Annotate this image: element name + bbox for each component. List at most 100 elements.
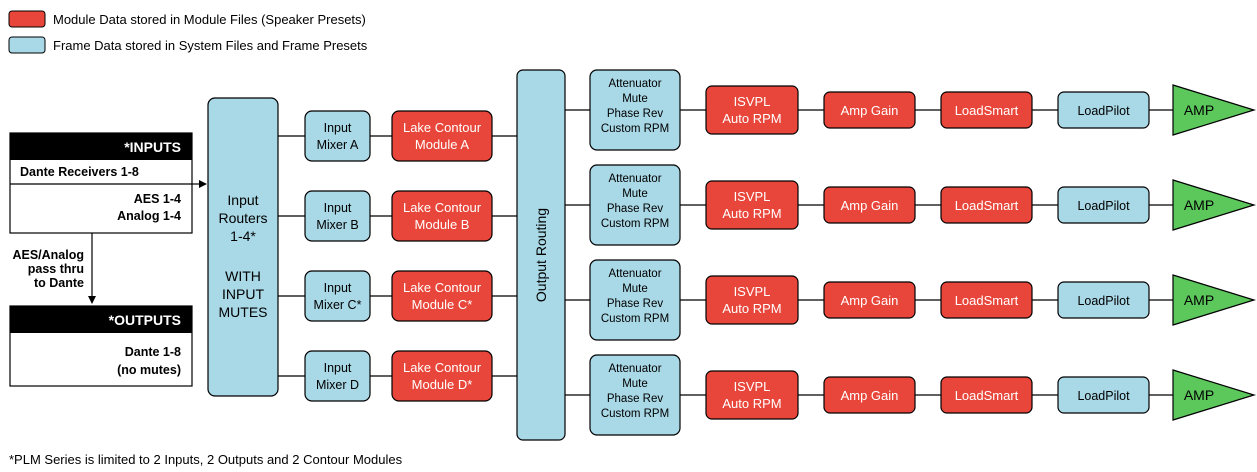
svg-text:AMP: AMP	[1184, 292, 1214, 308]
svg-text:Mute: Mute	[622, 283, 648, 295]
svg-text:LoadPilot: LoadPilot	[1077, 104, 1130, 118]
amp-gain-block-c: Amp Gain	[823, 281, 916, 319]
svg-text:Custom RPM: Custom RPM	[601, 218, 669, 230]
svg-text:to Dante: to Dante	[34, 276, 84, 290]
svg-text:Mute: Mute	[622, 378, 648, 390]
svg-text:MUTES: MUTES	[219, 304, 268, 320]
svg-text:Amp Gain: Amp Gain	[841, 293, 899, 308]
svg-text:Phase Rev: Phase Rev	[607, 298, 664, 310]
amp-gain-block-d: Amp Gain	[823, 376, 916, 414]
svg-text:Module A: Module A	[415, 137, 470, 152]
svg-text:ISVPL: ISVPL	[734, 94, 771, 109]
svg-text:Mute: Mute	[622, 188, 648, 200]
legend: Module Data stored in Module Files (Spea…	[8, 10, 368, 54]
svg-text:ISVPL: ISVPL	[734, 189, 771, 204]
outputs-header	[10, 306, 192, 333]
svg-text:Lake Contour: Lake Contour	[403, 120, 482, 135]
svg-text:Lake Contour: Lake Contour	[403, 360, 482, 375]
svg-text:Input: Input	[227, 192, 258, 208]
footnote: *PLM Series is limited to 2 Inputs, 2 Ou…	[9, 452, 403, 467]
inputs-header-label: *INPUTS	[124, 139, 181, 155]
amp-triangle-b: AMP	[1172, 179, 1257, 231]
svg-text:Auto RPM: Auto RPM	[722, 206, 781, 221]
svg-text:Input: Input	[324, 121, 352, 135]
svg-text:Module B: Module B	[415, 217, 470, 232]
svg-text:LoadSmart: LoadSmart	[955, 293, 1019, 308]
svg-text:Module C*: Module C*	[412, 297, 473, 312]
svg-text:Amp Gain: Amp Gain	[841, 103, 899, 118]
svg-text:Phase Rev: Phase Rev	[607, 203, 664, 215]
inputs-aes: AES 1-4	[134, 192, 181, 206]
svg-text:Mixer C*: Mixer C*	[314, 298, 362, 312]
svg-text:Attenuator: Attenuator	[608, 363, 661, 375]
svg-text:Attenuator: Attenuator	[608, 268, 661, 280]
svg-text:Input: Input	[324, 201, 352, 215]
svg-text:LoadSmart: LoadSmart	[955, 198, 1019, 213]
legend-frame-label: Frame Data stored in System Files and Fr…	[53, 38, 368, 53]
svg-text:Auto RPM: Auto RPM	[722, 301, 781, 316]
legend-module-swatch	[8, 10, 46, 28]
svg-text:Module D*: Module D*	[412, 377, 473, 392]
input-routers: Input Routers 1-4* WITH INPUT MUTES	[207, 97, 279, 397]
svg-text:Lake Contour: Lake Contour	[403, 200, 482, 215]
inputs-header	[10, 133, 192, 160]
passthru-label: AES/Analog pass thru to Dante	[12, 248, 84, 290]
inputs-analog: Analog 1-4	[117, 209, 181, 223]
svg-text:Phase Rev: Phase Rev	[607, 108, 664, 120]
amp-gain-block-a: Amp Gain	[823, 91, 916, 129]
svg-text:Input: Input	[324, 361, 352, 375]
amp-triangle-c: AMP	[1172, 274, 1257, 326]
inputs-block: *INPUTS Dante Receivers 1-8 AES 1-4 Anal…	[9, 132, 193, 234]
svg-text:Amp Gain: Amp Gain	[841, 388, 899, 403]
svg-text:Mixer D: Mixer D	[316, 378, 359, 392]
svg-text:ISVPL: ISVPL	[734, 379, 771, 394]
svg-text:Output Routing: Output Routing	[533, 208, 549, 302]
svg-text:AMP: AMP	[1184, 197, 1214, 213]
svg-text:LoadPilot: LoadPilot	[1077, 389, 1130, 403]
svg-text:LoadPilot: LoadPilot	[1077, 199, 1130, 213]
svg-text:Custom RPM: Custom RPM	[601, 313, 669, 325]
outputs-block: *OUTPUTS Dante 1-8 (no mutes)	[9, 305, 193, 387]
svg-text:1-4*: 1-4*	[230, 228, 256, 244]
loadsmart-block-a: LoadSmart	[940, 91, 1033, 129]
svg-text:Amp Gain: Amp Gain	[841, 198, 899, 213]
svg-text:Custom RPM: Custom RPM	[601, 123, 669, 135]
svg-text:Attenuator: Attenuator	[608, 78, 661, 90]
loadsmart-block-b: LoadSmart	[940, 186, 1033, 224]
loadpilot-block-c: LoadPilot	[1057, 281, 1150, 319]
svg-text:Input: Input	[324, 281, 352, 295]
svg-text:Routers: Routers	[218, 210, 267, 226]
svg-text:Custom RPM: Custom RPM	[601, 408, 669, 420]
svg-text:AMP: AMP	[1184, 102, 1214, 118]
svg-text:INPUT: INPUT	[222, 286, 264, 302]
outputs-dante: Dante 1-8	[125, 345, 181, 359]
output-routing: Output Routing	[516, 69, 566, 441]
svg-text:LoadPilot: LoadPilot	[1077, 294, 1130, 308]
svg-text:LoadSmart: LoadSmart	[955, 388, 1019, 403]
svg-text:Mixer B: Mixer B	[316, 218, 358, 232]
svg-text:LoadSmart: LoadSmart	[955, 103, 1019, 118]
inputs-dante-receivers: Dante Receivers 1-8	[20, 165, 139, 179]
svg-text:Mute: Mute	[622, 93, 648, 105]
svg-text:Phase Rev: Phase Rev	[607, 393, 664, 405]
loadsmart-block-c: LoadSmart	[940, 281, 1033, 319]
svg-text:AES/Analog: AES/Analog	[12, 248, 84, 262]
outputs-header-label: *OUTPUTS	[109, 312, 181, 328]
loadpilot-block-d: LoadPilot	[1057, 376, 1150, 414]
amp-triangle-a: AMP	[1172, 84, 1257, 136]
svg-text:WITH: WITH	[225, 268, 261, 284]
